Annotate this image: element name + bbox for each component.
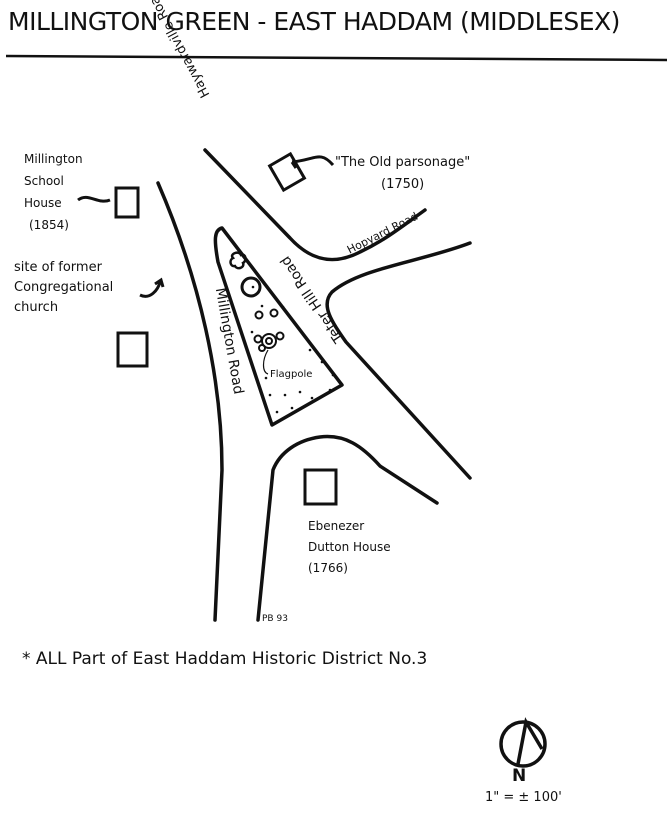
millington-road-east-edge xyxy=(256,434,439,622)
footnote: * ALL Part of East Haddam Historic Distr… xyxy=(22,649,428,669)
label-old-parsonage: "The Old parsonage" (1750) xyxy=(335,152,470,196)
school-house-line: (1854) xyxy=(29,218,69,232)
haywardville-road-west-edge xyxy=(156,181,224,622)
building-church-site xyxy=(116,331,149,368)
green-triangle xyxy=(213,226,344,427)
parsonage-line: (1750) xyxy=(381,177,425,192)
north-label: N xyxy=(512,766,527,786)
label-flagpole: Flagpole xyxy=(270,369,313,380)
haywardville-road-east-edge xyxy=(203,148,427,262)
label-school-house: Millington School House (1854) xyxy=(24,148,83,236)
school-house-pointer xyxy=(77,195,111,203)
map-title: MILLINGTON GREEN - EAST HADDAM (MIDDLESE… xyxy=(8,7,620,36)
school-house-line: School xyxy=(24,174,64,188)
church-line: Congregational xyxy=(14,280,114,295)
monument-icon xyxy=(240,276,262,298)
label-dutton-house: Ebenezer Dutton House (1766) xyxy=(308,516,391,579)
small-tree-icon xyxy=(254,310,264,320)
school-house-line: House xyxy=(24,196,62,210)
artist-initials: PB 93 xyxy=(262,614,288,624)
dutton-line: (1766) xyxy=(308,561,348,575)
parsonage-line: "The Old parsonage" xyxy=(335,155,471,170)
church-pointer-arrow xyxy=(139,277,165,298)
school-house-line: Millington xyxy=(24,152,83,166)
church-line: church xyxy=(14,300,59,315)
small-tree-icon xyxy=(269,308,279,318)
north-arrow-icon xyxy=(499,717,547,768)
title-underline xyxy=(5,54,668,62)
scale-label: 1" = ± 100' xyxy=(485,790,562,805)
church-line: site of former xyxy=(14,260,102,275)
building-dutton-house xyxy=(303,468,338,506)
building-school-house xyxy=(114,186,140,219)
dutton-line: Dutton House xyxy=(308,540,391,554)
parsonage-pointer xyxy=(290,155,335,169)
building-old-parsonage xyxy=(267,151,307,193)
label-church-site: site of former Congregational church xyxy=(14,258,113,318)
green-dots xyxy=(250,304,335,414)
dutton-line: Ebenezer xyxy=(308,519,365,533)
tree-icon xyxy=(229,251,247,270)
hopyard-road-south-edge xyxy=(325,241,472,480)
flagpole-icon xyxy=(253,331,285,375)
